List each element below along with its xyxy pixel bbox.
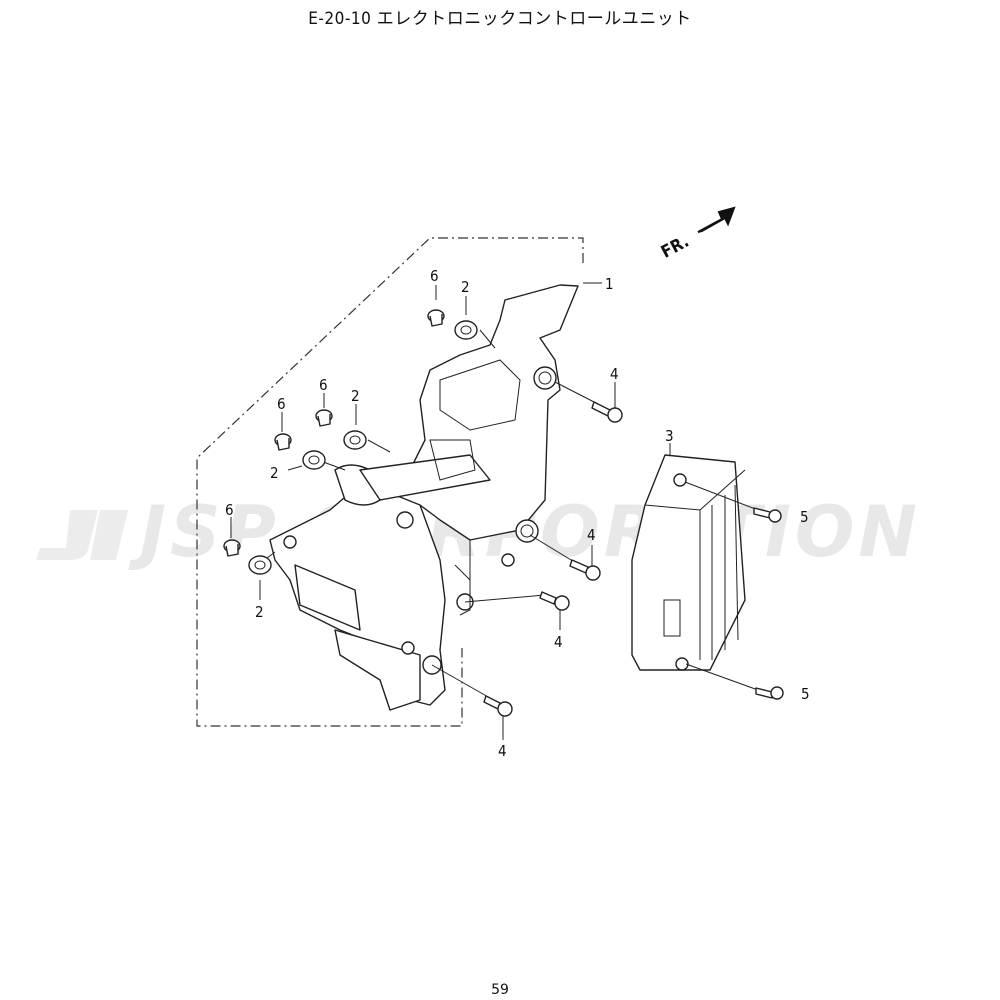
collar-6b: [315, 409, 333, 427]
collar-6d: [223, 539, 241, 557]
screw-parts: [753, 507, 784, 700]
callout-4: 4: [587, 526, 596, 544]
callout-2: 2: [461, 278, 470, 296]
grommet-2c: [302, 450, 326, 470]
callout-4: 4: [610, 365, 619, 383]
bolt-4a: [591, 401, 623, 423]
collar-parts: [223, 309, 445, 557]
callout-2: 2: [351, 387, 360, 405]
callout-5: 5: [801, 685, 810, 703]
callout-5: 5: [800, 508, 809, 526]
callout-2: 2: [255, 603, 264, 621]
collar-6c: [274, 433, 292, 451]
page-title: E-20-10 エレクトロニックコントロールユニット: [308, 9, 692, 29]
callout-3: 3: [665, 427, 674, 445]
callout-6: 6: [319, 376, 328, 394]
bolt-4c: [539, 591, 570, 611]
screw-5b: [755, 686, 784, 700]
grommet-2d: [248, 555, 272, 575]
grommet-2a: [454, 320, 478, 340]
callout-6: 6: [277, 395, 286, 413]
bracket-assembly: [269, 284, 579, 711]
page-number: 59: [491, 982, 509, 998]
callout-1: 1: [605, 275, 614, 293]
assembly-boundary: [196, 237, 584, 727]
collar-6a: [427, 309, 445, 327]
fr-arrow-icon: [697, 206, 736, 233]
callout-4: 4: [554, 633, 563, 651]
callout-6: 6: [225, 501, 234, 519]
front-direction-indicator: FR.: [658, 206, 736, 263]
bolt-4d: [483, 695, 513, 717]
callout-6: 6: [430, 267, 439, 285]
callout-2: 2: [270, 464, 279, 482]
fr-label: FR.: [658, 232, 692, 263]
grommet-2b: [343, 430, 367, 450]
screw-5a: [753, 507, 782, 523]
callout-labels: 1 2 2 2 2 3 4 4 4 4 5 5 6 6 6 6: [225, 267, 810, 760]
bolt-parts: [483, 401, 623, 717]
grommet-parts: [248, 320, 478, 575]
leader-lines: [230, 285, 759, 740]
bolt-4b: [569, 559, 601, 581]
electronic-control-unit: [631, 454, 746, 671]
callout-4: 4: [498, 742, 507, 760]
